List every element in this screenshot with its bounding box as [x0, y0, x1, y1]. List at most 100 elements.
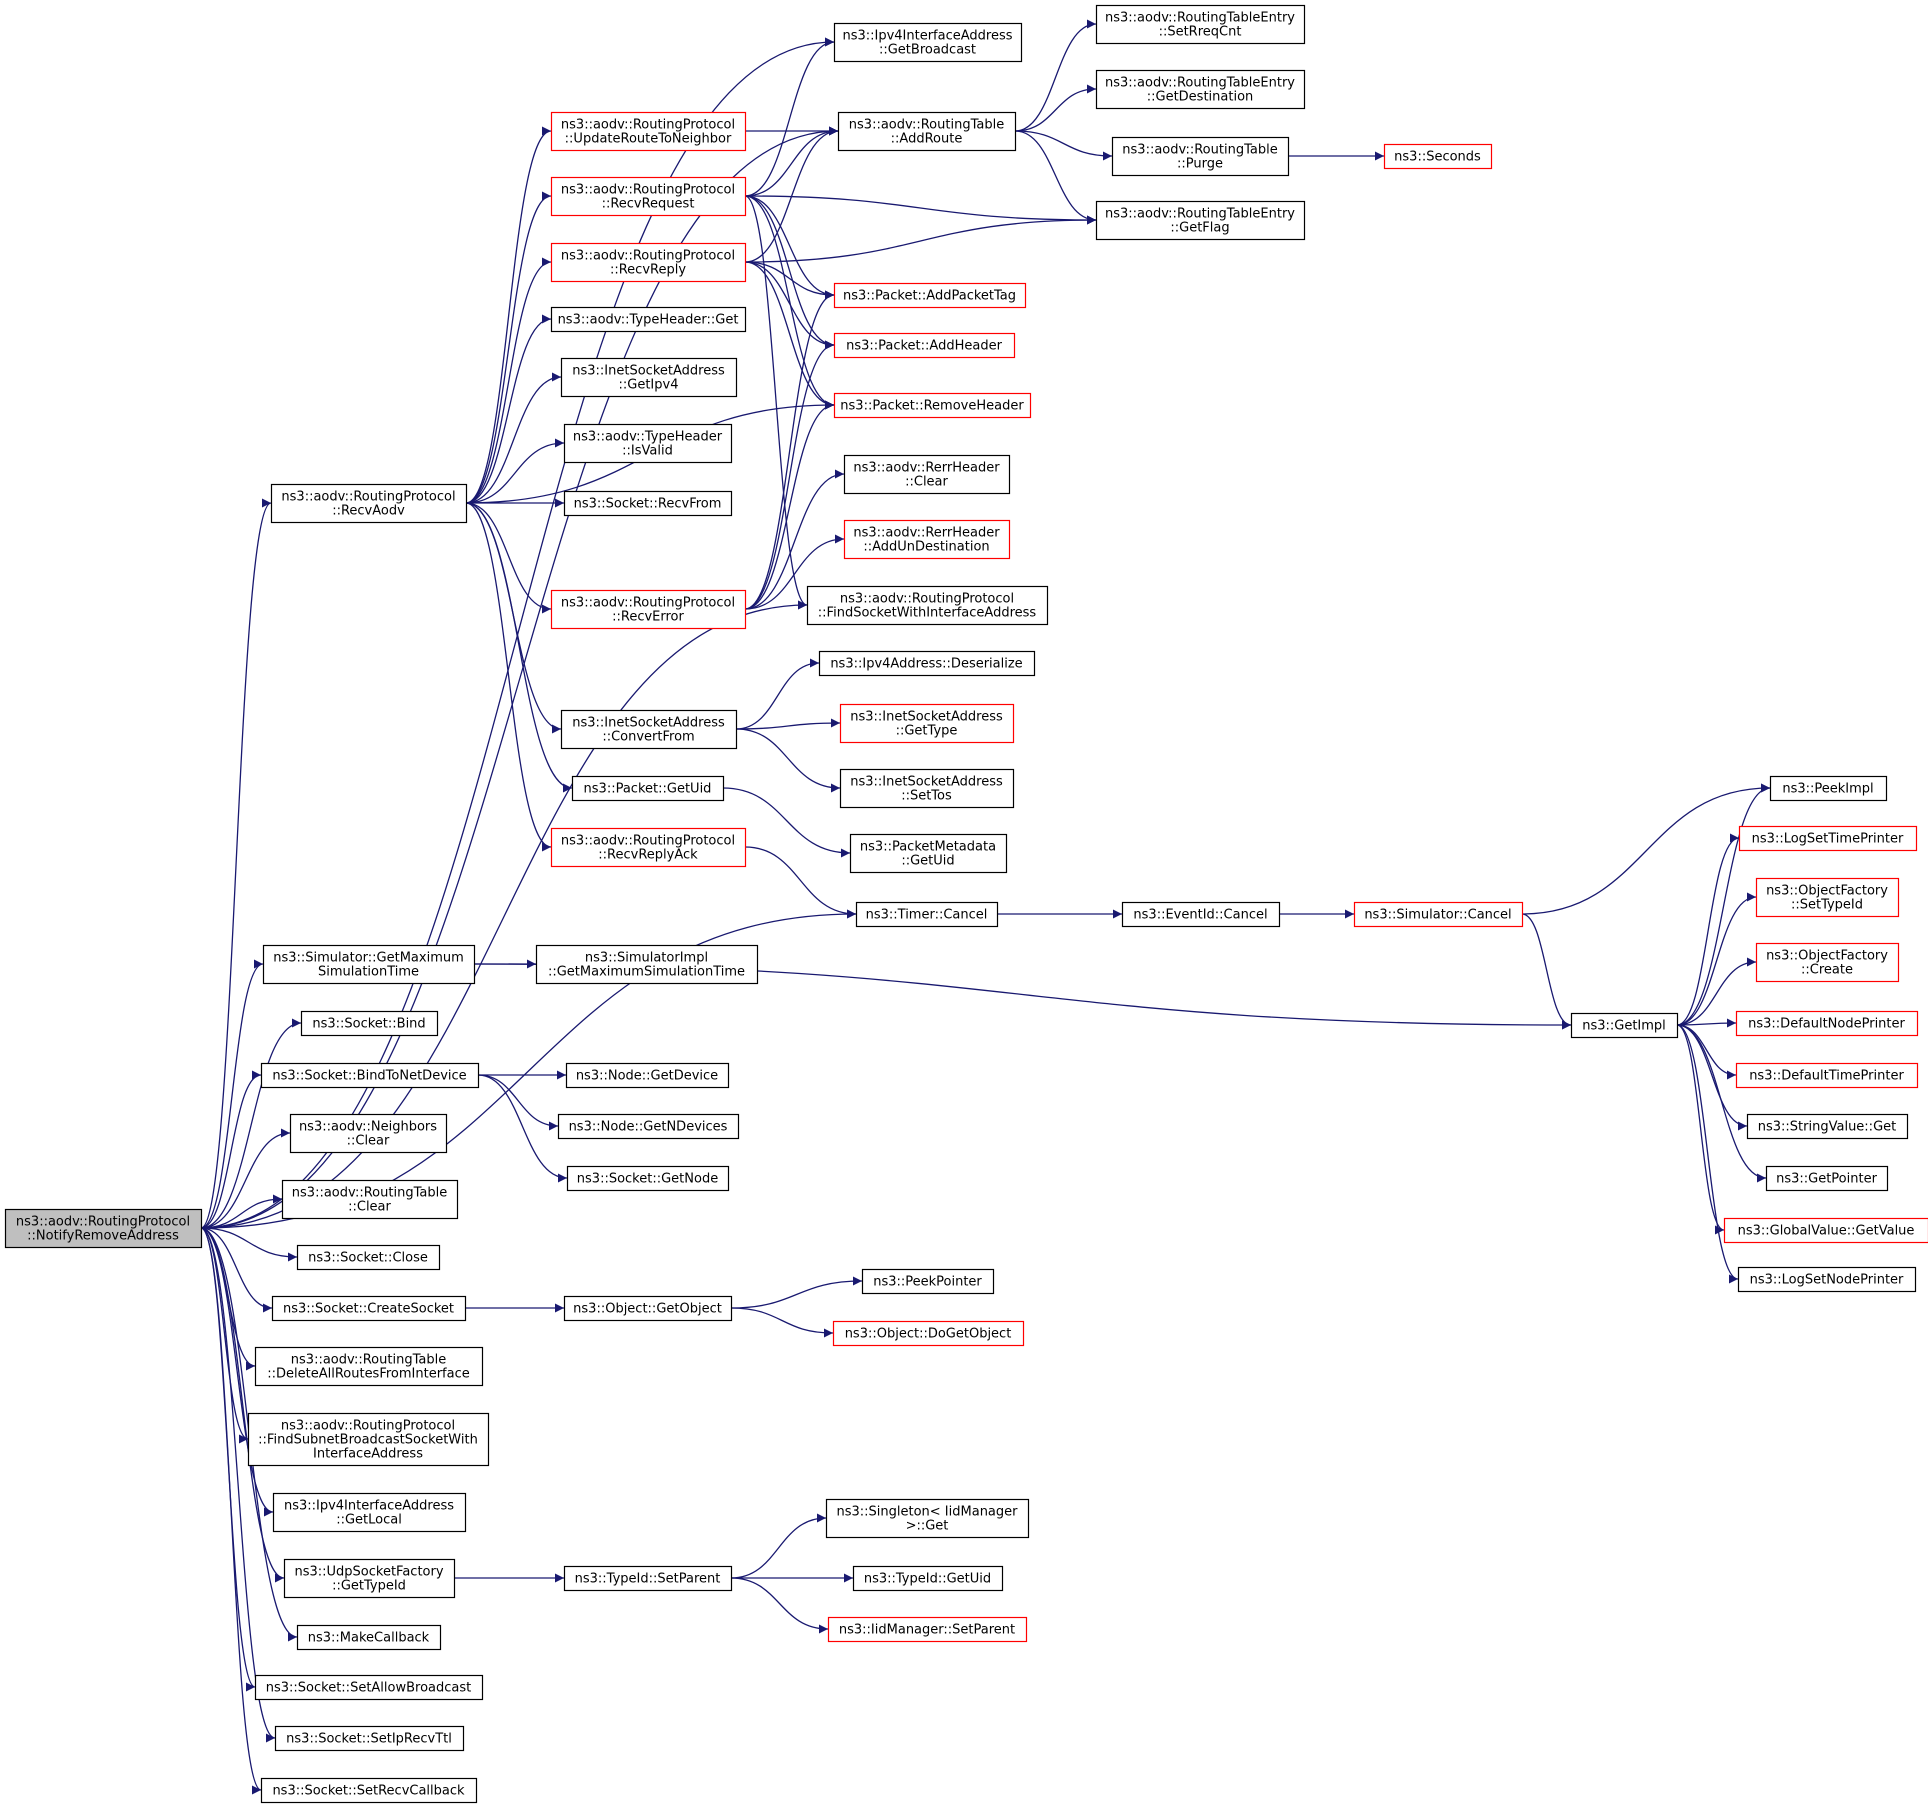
node-inet-getipv4[interactable]: ns3::InetSocketAddress::GetIpv4	[560, 357, 738, 398]
node-typeheader-isvalid[interactable]: ns3::aodv::TypeHeader::IsValid	[563, 423, 733, 464]
node-sim-getmaxsimtime[interactable]: ns3::Simulator::GetMaximumSimulationTime	[262, 944, 476, 985]
node-rrerr-clear[interactable]: ns3::aodv::RerrHeader::Clear	[843, 454, 1011, 495]
node-rrerr-addundest[interactable]: ns3::aodv::RerrHeader::AddUnDestination	[843, 519, 1011, 560]
node-box	[274, 1725, 465, 1752]
call-edge-rp_recvaodv-to-rp_recvrequest	[465, 191, 552, 504]
node-box	[827, 1616, 1028, 1643]
node-peekpointer[interactable]: ns3::PeekPointer	[861, 1268, 995, 1295]
node-eventid-cancel[interactable]: ns3::EventId::Cancel	[1121, 901, 1281, 928]
call-edge-root-to-ipv4ifaddr_getlocal	[200, 1227, 274, 1517]
node-packetmeta-getuid[interactable]: ns3::PacketMetadata::GetUid	[849, 833, 1008, 874]
node-object-getobject[interactable]: ns3::Object::GetObject	[563, 1295, 733, 1322]
node-rtable-deleteall[interactable]: ns3::aodv::RoutingTable::DeleteAllRoutes…	[254, 1346, 484, 1387]
node-rtentry-getflag[interactable]: ns3::aodv::RoutingTableEntry::GetFlag	[1095, 200, 1306, 241]
node-getimpl[interactable]: ns3::GetImpl	[1570, 1012, 1679, 1039]
node-socket-setallowbroadcast[interactable]: ns3::Socket::SetAllowBroadcast	[254, 1674, 484, 1701]
call-edge-root-to-sim_getmaxsimtime	[200, 959, 264, 1229]
node-objfactory-create[interactable]: ns3::ObjectFactory::Create	[1755, 942, 1900, 983]
node-label-line: ::AddUnDestination	[863, 540, 989, 555]
call-edge-getimpl-to-globalvalue_getvalue	[1676, 1024, 1725, 1235]
node-box	[254, 1674, 484, 1701]
node-label-line: ns3::Socket::RecvFrom	[574, 497, 722, 512]
node-globalvalue-getvalue[interactable]: ns3::GlobalValue::GetValue	[1723, 1217, 1928, 1244]
node-packet-removeheader[interactable]: ns3::Packet::RemoveHeader	[833, 392, 1032, 419]
node-box	[296, 1244, 441, 1271]
node-packet-addpackettag[interactable]: ns3::Packet::AddPacketTag	[833, 282, 1027, 309]
node-makecallback[interactable]: ns3::MakeCallback	[296, 1624, 442, 1651]
node-logsettimeprinter[interactable]: ns3::LogSetTimePrinter	[1738, 825, 1918, 852]
node-rtentry-setreqcnt[interactable]: ns3::aodv::RoutingTableEntry::SetRreqCnt	[1095, 4, 1306, 45]
node-defaulttimeprinter[interactable]: ns3::DefaultTimePrinter	[1735, 1062, 1919, 1089]
node-neighbors-clear[interactable]: ns3::aodv::Neighbors::Clear	[289, 1113, 448, 1154]
node-rtable-addroute[interactable]: ns3::aodv::RoutingTable::AddRoute	[837, 111, 1017, 152]
node-ipv4ifaddr-getbroadcast[interactable]: ns3::Ipv4InterfaceAddress::GetBroadcast	[833, 22, 1023, 63]
node-object-dogetobject[interactable]: ns3::Object::DoGetObject	[832, 1320, 1025, 1347]
node-rp-findsocket[interactable]: ns3::aodv::RoutingProtocol::FindSocketWi…	[806, 585, 1049, 626]
node-inet-settos[interactable]: ns3::InetSocketAddress::SetTos	[839, 768, 1015, 809]
node-box	[550, 306, 747, 333]
call-edge-rtable_addroute-to-rtentry_setreqcnt	[1014, 19, 1097, 132]
node-inet-gettype[interactable]: ns3::InetSocketAddress::GetType	[839, 703, 1015, 744]
node-inet-convertfrom[interactable]: ns3::InetSocketAddress::ConvertFrom	[560, 709, 738, 750]
node-packet-getuid[interactable]: ns3::Packet::GetUid	[571, 775, 725, 802]
node-ipv4ifaddr-getlocal[interactable]: ns3::Ipv4InterfaceAddress::GetLocal	[272, 1492, 467, 1533]
node-socket-bind[interactable]: ns3::Socket::Bind	[300, 1010, 439, 1037]
node-box	[550, 176, 747, 217]
node-rtable-purge[interactable]: ns3::aodv::RoutingTable::Purge	[1111, 136, 1290, 177]
node-simimpl-getmaxsimtime[interactable]: ns3::SimulatorImpl::GetMaximumSimulation…	[535, 944, 759, 985]
node-rp-updateroute[interactable]: ns3::aodv::RoutingProtocol::UpdateRouteT…	[550, 111, 747, 152]
node-logsetnodeprinter[interactable]: ns3::LogSetNodePrinter	[1737, 1266, 1917, 1293]
node-box	[550, 242, 747, 283]
call-edge-rp_recvreply-to-packet_addpackettag	[744, 261, 835, 300]
node-objfactory-settypeid[interactable]: ns3::ObjectFactory::SetTypeId	[1755, 877, 1900, 918]
node-socket-getnode[interactable]: ns3::Socket::GetNode	[566, 1165, 730, 1192]
node-label-line: ns3::aodv::RoutingProtocol	[561, 249, 735, 264]
node-ipv4addr-deserialize[interactable]: ns3::Ipv4Address::Deserialize	[818, 650, 1036, 677]
node-rp-recvaodv[interactable]: ns3::aodv::RoutingProtocol::RecvAodv	[270, 483, 468, 524]
node-box	[272, 1492, 467, 1533]
node-node-getdevice[interactable]: ns3::Node::GetDevice	[565, 1062, 730, 1089]
node-box	[1353, 901, 1524, 928]
node-box	[1111, 136, 1290, 177]
node-socket-setiprecvttl[interactable]: ns3::Socket::SetIpRecvTtl	[274, 1725, 465, 1752]
node-label-line: ns3::Socket::SetAllowBroadcast	[266, 1681, 472, 1696]
node-peekimpl[interactable]: ns3::PeekImpl	[1769, 775, 1888, 802]
node-box	[1765, 1165, 1889, 1192]
node-rtentry-getdestination[interactable]: ns3::aodv::RoutingTableEntry::GetDestina…	[1095, 69, 1306, 110]
node-stringvalue-get[interactable]: ns3::StringValue::Get	[1746, 1113, 1909, 1140]
node-udpsf-gettypeid[interactable]: ns3::UdpSocketFactory::GetTypeId	[283, 1558, 456, 1599]
node-socket-recvfrom[interactable]: ns3::Socket::RecvFrom	[563, 490, 733, 517]
node-defaultnodeprinter[interactable]: ns3::DefaultNodePrinter	[1735, 1010, 1919, 1037]
node-socket-setrecvcallback[interactable]: ns3::Socket::SetRecvCallback	[260, 1777, 478, 1804]
node-label-line: ::GetFlag	[1170, 221, 1229, 236]
node-typeheader-get[interactable]: ns3::aodv::TypeHeader::Get	[550, 306, 747, 333]
node-label-line: ::GetBroadcast	[879, 43, 976, 58]
node-socket-createsocket[interactable]: ns3::Socket::CreateSocket	[271, 1295, 467, 1322]
node-rp-recvreply[interactable]: ns3::aodv::RoutingProtocol::RecvReply	[550, 242, 747, 283]
node-typeid-setparent[interactable]: ns3::TypeId::SetParent	[563, 1565, 733, 1592]
node-label-line: ::Clear	[348, 1200, 391, 1215]
node-getpointer[interactable]: ns3::GetPointer	[1765, 1165, 1889, 1192]
node-rp-recvrequest[interactable]: ns3::aodv::RoutingProtocol::RecvRequest	[550, 176, 747, 217]
node-box	[1570, 1012, 1679, 1039]
node-box	[560, 709, 738, 750]
node-label-line: ::RecvAodv	[332, 504, 405, 519]
node-rtable-clear[interactable]: ns3::aodv::RoutingTable::Clear	[281, 1179, 459, 1220]
node-socket-bindtonetdevice[interactable]: ns3::Socket::BindToNetDevice	[260, 1062, 480, 1089]
call-edge-object_getobject-to-peekpointer	[730, 1276, 863, 1309]
node-timer-cancel[interactable]: ns3::Timer::Cancel	[855, 901, 999, 928]
node-typeid-getuid[interactable]: ns3::TypeId::GetUid	[852, 1565, 1004, 1592]
node-iidmanager-setparent[interactable]: ns3::IidManager::SetParent	[827, 1616, 1028, 1643]
node-singleton-get[interactable]: ns3::Singleton< IidManager >::Get	[825, 1498, 1030, 1539]
node-seconds[interactable]: ns3::Seconds	[1383, 143, 1493, 170]
node-rp-findsubnet[interactable]: ns3::aodv::RoutingProtocol::FindSubnetBr…	[247, 1412, 490, 1467]
node-label-line: ns3::ObjectFactory	[1766, 884, 1888, 899]
node-socket-close[interactable]: ns3::Socket::Close	[296, 1244, 441, 1271]
node-node-getndevices[interactable]: ns3::Node::GetNDevices	[557, 1113, 740, 1140]
node-label-line: ns3::aodv::RoutingProtocol	[281, 1419, 455, 1434]
node-rp-recvreplyack[interactable]: ns3::aodv::RoutingProtocol::RecvReplyAck	[550, 827, 747, 868]
node-simulator-cancel[interactable]: ns3::Simulator::Cancel	[1353, 901, 1524, 928]
node-packet-addheader[interactable]: ns3::Packet::AddHeader	[833, 332, 1016, 359]
node-root[interactable]: ns3::aodv::RoutingProtocol::NotifyRemove…	[4, 1208, 203, 1249]
node-rp-recverror[interactable]: ns3::aodv::RoutingProtocol::RecvError	[550, 589, 747, 630]
